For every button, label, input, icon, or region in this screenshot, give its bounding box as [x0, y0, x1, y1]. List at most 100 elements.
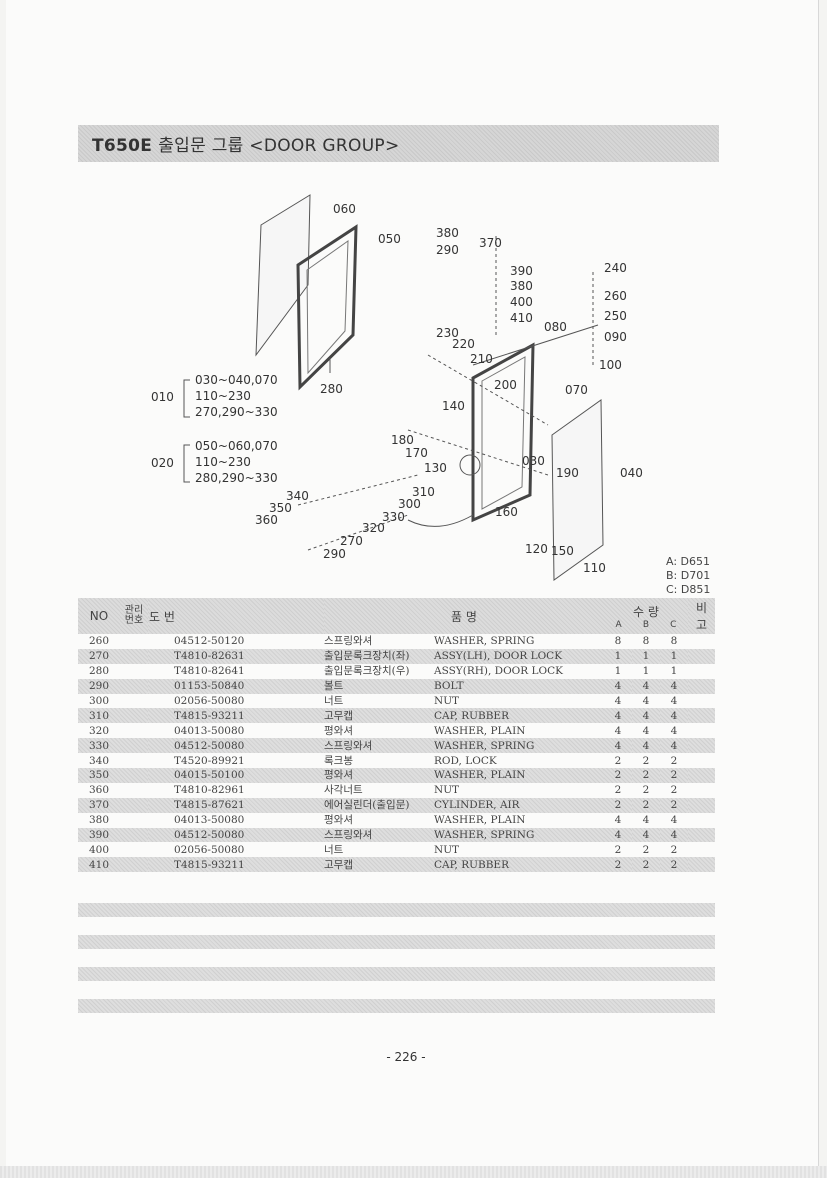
header-qty-label: 수 량 — [633, 604, 659, 619]
row-name-eng: NUT — [434, 784, 460, 797]
row-qty-a: 2 — [614, 754, 622, 767]
row-no: 350 — [78, 768, 120, 783]
legend-c: C: D851 — [666, 583, 710, 595]
row-qty-b: 1 — [642, 665, 650, 678]
row-name-kor: 평와셔 — [324, 724, 353, 737]
row-name-eng: ROD, LOCK — [434, 754, 497, 767]
row-qty-a: 4 — [614, 814, 622, 827]
row-mgmt — [120, 857, 148, 873]
callout-380: 380 — [436, 226, 459, 240]
callout-240: 240 — [604, 261, 627, 275]
row-mgmt — [120, 768, 148, 783]
row-name-eng: BOLT — [434, 678, 604, 694]
row-qty-a: 2 — [614, 843, 622, 856]
row-no: 390 — [78, 827, 120, 843]
row-part-no: T4810-82641 — [174, 665, 245, 678]
row-name-eng: ASSY(LH), DOOR LOCK — [434, 648, 604, 664]
row-remarks — [688, 753, 715, 768]
row-mgmt — [120, 694, 148, 709]
row-name-eng: CYLINDER, AIR — [434, 797, 604, 813]
row-mgmt — [120, 723, 148, 738]
row-name-kor: 스프링와셔 — [324, 635, 373, 648]
header-qty: 수 량 A B C — [604, 598, 688, 634]
blank-row — [78, 999, 715, 1013]
callout-150: 150 — [551, 544, 574, 558]
row-mgmt — [120, 797, 148, 813]
row-qty-b: 2 — [632, 768, 660, 783]
header-qty-c: C — [670, 619, 677, 630]
callout-410: 410 — [510, 311, 533, 325]
callout-190: 190 — [556, 466, 579, 480]
row-qty-b: 4 — [642, 814, 650, 827]
model-name: T650E — [92, 136, 153, 156]
row-remarks — [688, 813, 715, 828]
row-qty-c: 4 — [660, 678, 688, 694]
row-mgmt — [120, 708, 148, 724]
row-qty-b: 4 — [632, 827, 660, 843]
row-qty-c: 1 — [660, 648, 688, 664]
row-part-no: 01153-50840 — [148, 678, 324, 694]
row-remarks — [688, 768, 715, 783]
row-name-kor: 볼트 — [324, 678, 434, 694]
row-name-eng: CAP, RUBBER — [434, 708, 604, 724]
row-qty-b: 2 — [632, 797, 660, 813]
row-qty-c: 2 — [660, 768, 688, 783]
row-name-eng: WASHER, SPRING — [434, 635, 535, 648]
callout-120: 120 — [525, 542, 548, 556]
row-qty-c: 4 — [660, 738, 688, 754]
row-remarks — [688, 708, 715, 724]
header-remarks: 비 고 — [688, 598, 715, 634]
row-no: 310 — [78, 708, 120, 724]
row-qty-c: 2 — [670, 843, 678, 856]
callout-130: 130 — [424, 461, 447, 475]
row-qty-a: 1 — [614, 665, 622, 678]
row-name-eng: NUT — [434, 695, 460, 707]
row-no: 400 — [88, 843, 110, 856]
row-qty-a: 8 — [614, 635, 622, 648]
legend-b: B: D701 — [666, 569, 710, 582]
row-qty-b: 2 — [642, 754, 650, 767]
row-part-no: T4810-82631 — [148, 648, 324, 664]
row-name-kor: 스프링와셔 — [324, 738, 434, 754]
group-010-line1: 030~040,070 — [195, 373, 278, 387]
callout-040: 040 — [620, 466, 643, 480]
row-qty-a: 2 — [614, 784, 622, 797]
row-name-eng: WASHER, PLAIN — [434, 724, 526, 737]
callout-200: 200 — [494, 378, 517, 392]
callout-390: 390 — [510, 264, 533, 278]
row-qty-c: 2 — [670, 754, 678, 767]
row-name-kor: 너트 — [324, 695, 344, 707]
row-qty-c: 4 — [660, 827, 688, 843]
row-qty-c: 1 — [670, 665, 678, 678]
row-name-eng: WASHER, SPRING — [434, 827, 604, 843]
row-no: 300 — [88, 695, 110, 707]
callout-030: 030 — [522, 454, 545, 468]
row-part-no: T4810-82961 — [174, 784, 245, 797]
callout-310: 310 — [412, 485, 435, 499]
row-remarks — [688, 648, 715, 664]
row-remarks — [688, 634, 715, 649]
row-qty-b: 2 — [632, 857, 660, 873]
row-no: 340 — [88, 754, 110, 767]
row-part-no: T4815-87621 — [148, 797, 324, 813]
row-qty-c: 4 — [670, 724, 678, 737]
row-qty-a: 1 — [604, 648, 632, 664]
row-qty-a: 4 — [604, 738, 632, 754]
callout-140: 140 — [442, 399, 465, 413]
row-qty-a: 2 — [604, 857, 632, 873]
row-no: 270 — [78, 648, 120, 664]
row-mgmt — [120, 813, 148, 828]
row-name-kor: 너트 — [324, 843, 344, 856]
row-remarks — [688, 694, 715, 709]
row-name-kor: 평와셔 — [324, 814, 353, 827]
row-mgmt — [120, 678, 148, 694]
